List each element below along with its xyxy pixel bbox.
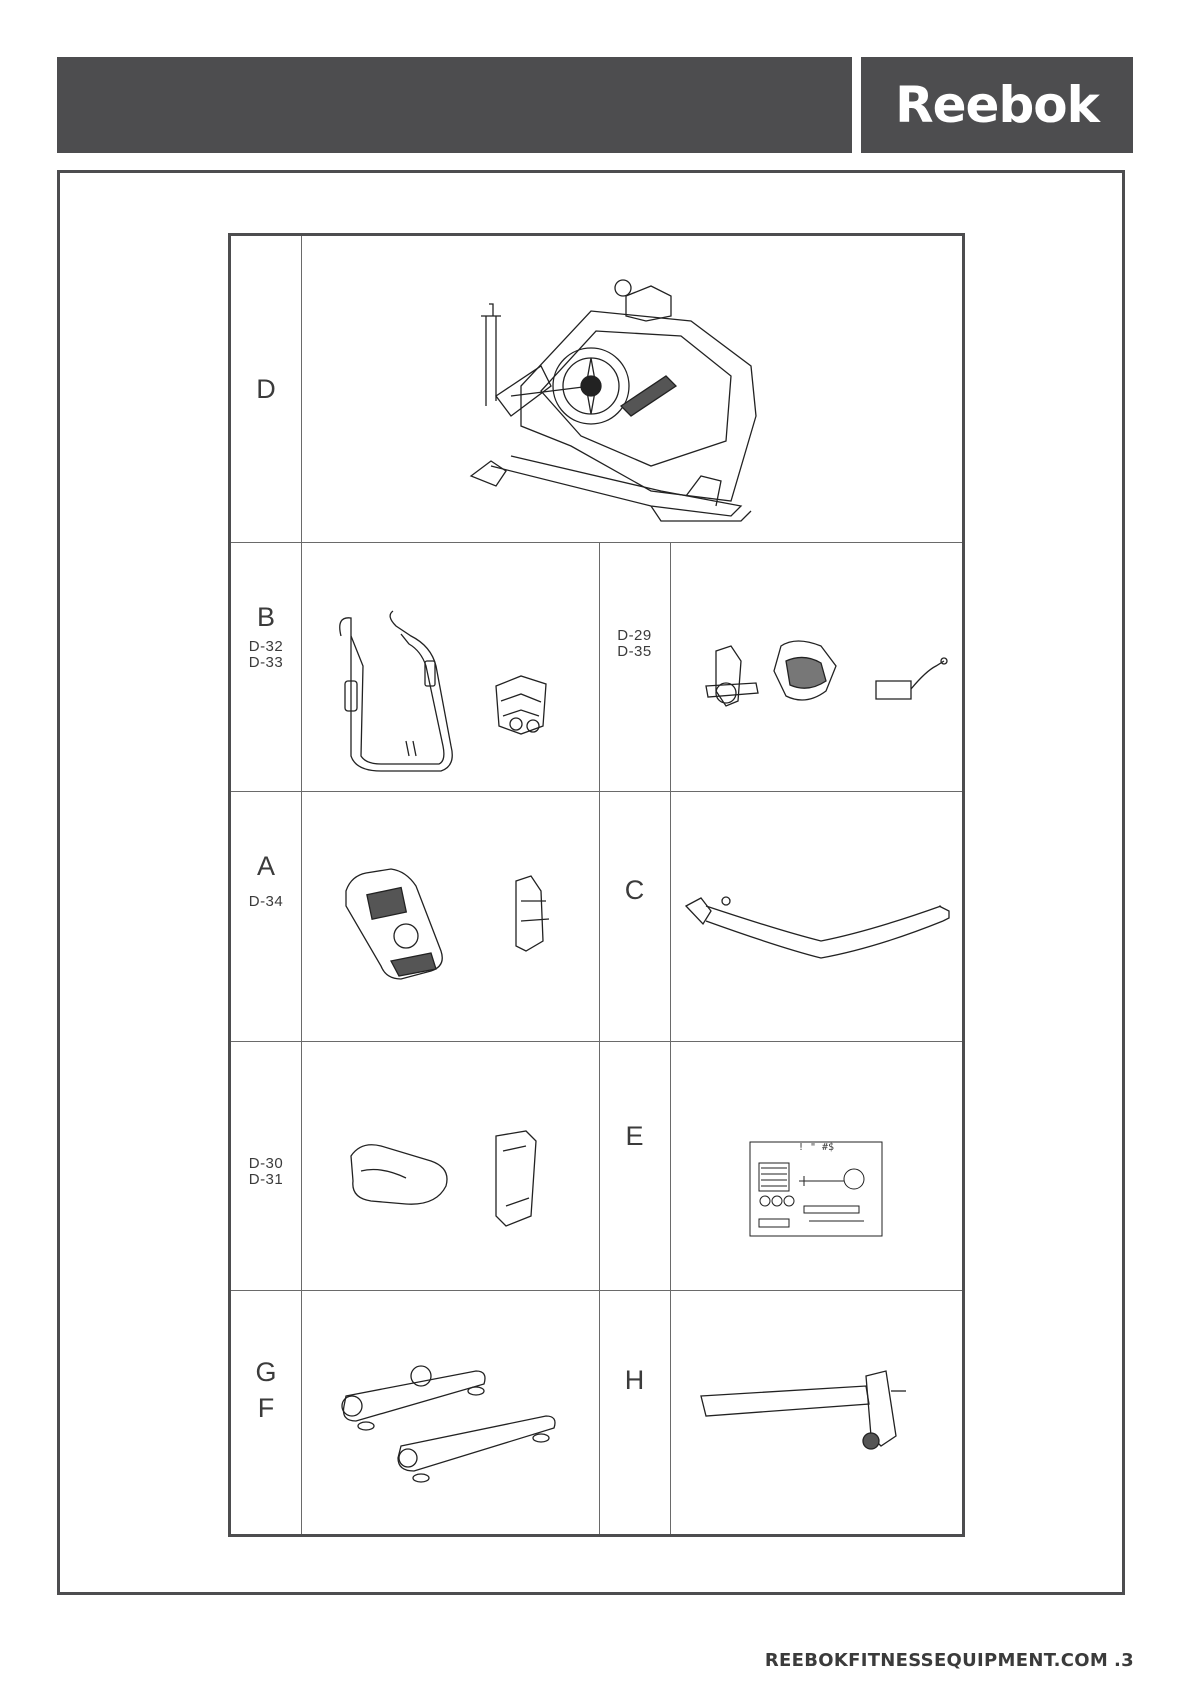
stabilizers-image	[326, 1346, 581, 1496]
seat-and-cover-image	[321, 1106, 581, 1271]
seat-tube-image	[681, 876, 956, 966]
part-label-b: B	[231, 599, 301, 635]
col-divider	[301, 236, 302, 1534]
row-divider	[231, 542, 962, 543]
part-code: D-31	[231, 1172, 301, 1188]
part-code: D-29	[599, 628, 670, 644]
footer-website: REEBOKFITNESSEQUIPMENT.COM	[765, 1650, 1108, 1671]
part-code: D-34	[231, 894, 301, 910]
row-divider	[231, 1041, 962, 1042]
part-label-h: H	[599, 1362, 670, 1398]
part-label-c: C	[599, 872, 670, 908]
part-code: D-30	[231, 1156, 301, 1172]
brand-logo-box: Reebok	[861, 57, 1133, 153]
exercise-bike-frame-image	[451, 276, 781, 526]
seat-slider-post-image	[691, 1366, 951, 1466]
part-label-g: G	[231, 1354, 301, 1390]
hardware-pack-image	[749, 1141, 883, 1237]
header-bar	[57, 57, 852, 153]
footer-url: REEBOKFITNESSEQUIPMENT.COM .3	[765, 1650, 1134, 1671]
part-label-d: D	[231, 371, 301, 407]
pedals-and-adapter-image	[686, 611, 951, 771]
row-divider	[231, 1290, 962, 1291]
brand-logo: Reebok	[895, 76, 1099, 134]
part-code: D-32	[231, 639, 301, 655]
part-label-e: E	[599, 1118, 670, 1154]
part-code: D-35	[599, 644, 670, 660]
row-divider	[231, 791, 962, 792]
page-number: .3	[1114, 1650, 1134, 1671]
hardware-pack-title: ! " #$	[749, 1142, 883, 1153]
handlebar-and-bracket-image	[321, 606, 581, 776]
parts-table: D B D-32 D-33	[228, 233, 965, 1537]
col-divider	[670, 542, 671, 1534]
part-code: D-33	[231, 655, 301, 671]
part-label-f: F	[231, 1390, 301, 1426]
console-and-holder-image	[321, 851, 581, 1026]
part-label-a: A	[231, 848, 301, 884]
